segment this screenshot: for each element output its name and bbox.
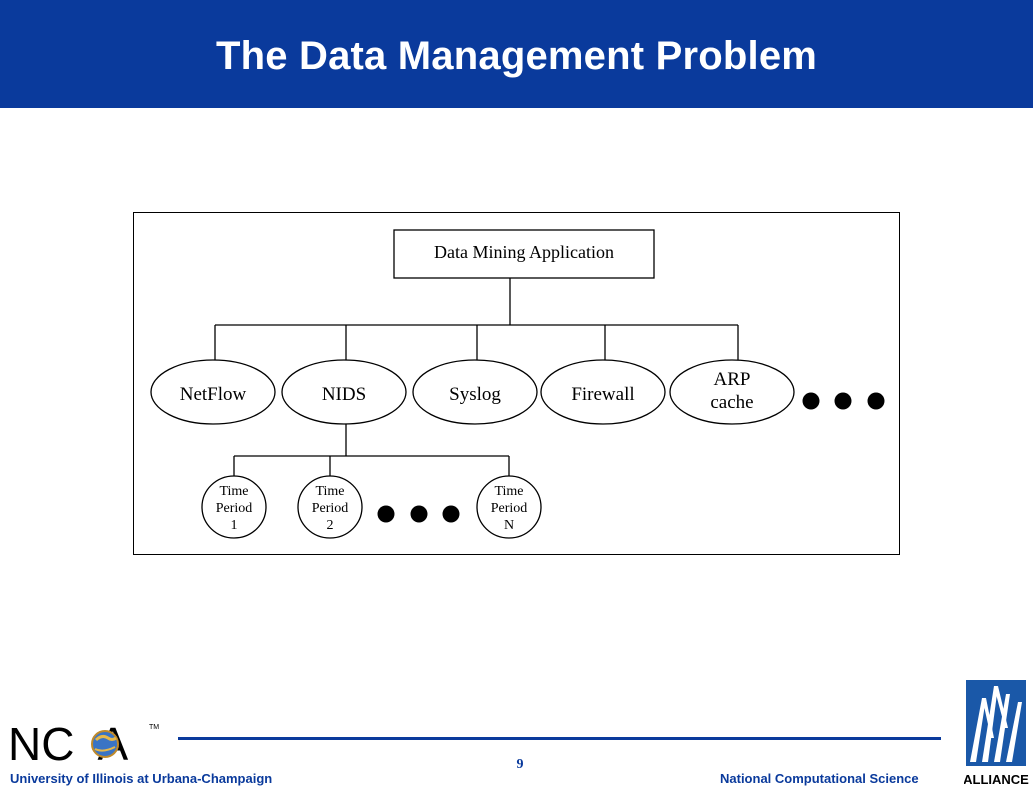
source-node-nids: NIDS (281, 359, 407, 425)
time-period-n-line-3: N (504, 518, 514, 533)
time-period-1-line-1: Time (219, 484, 248, 499)
time-period-ellipsis-dots (377, 505, 460, 523)
source-nodes: NetFlow NIDS Syslog Firewall ARP cache (150, 359, 795, 425)
source-node-firewall: Firewall (540, 359, 666, 425)
connector-lines (214, 278, 739, 476)
root-node-label: Data Mining Application (434, 242, 614, 262)
footer-university-text: University of Illinois at Urbana-Champai… (10, 771, 273, 786)
ellipsis-dot (377, 505, 395, 523)
footer-rule (178, 737, 941, 740)
source-label-firewall: Firewall (571, 384, 634, 405)
time-period-1-line-2: Period (216, 501, 253, 516)
ellipsis-dot (410, 505, 428, 523)
time-period-2-line-2: Period (312, 501, 349, 516)
ellipsis-dot (802, 392, 820, 410)
time-period-node-1: Time Period 1 (201, 475, 267, 539)
hierarchy-diagram: Data Mining Application NetFlow NIDS Sys… (150, 229, 885, 539)
footer-ncs-text: National Computational Science (720, 771, 919, 786)
time-period-node-n: Time Period N (476, 475, 542, 539)
source-label-netflow: NetFlow (180, 384, 247, 405)
alliance-logo-text: ALLIANCE (964, 772, 1029, 787)
source-label-cache: cache (710, 392, 753, 413)
ellipsis-dot (834, 392, 852, 410)
time-period-n-line-1: Time (494, 484, 523, 499)
ellipsis-dot (442, 505, 460, 523)
globe-icon (91, 730, 119, 758)
ellipsis-dot (867, 392, 885, 410)
root-node (393, 229, 655, 279)
slide-title: The Data Management Problem (215, 33, 818, 78)
source-node-syslog: Syslog (412, 359, 538, 425)
time-period-node-2: Time Period 2 (297, 475, 363, 539)
source-label-nids: NIDS (322, 384, 366, 405)
diagram-frame: Data Mining Application NetFlow NIDS Sys… (133, 212, 900, 555)
source-node-arp-cache: ARP cache (669, 359, 795, 425)
alliance-logo: ALLIANCE (963, 678, 1032, 792)
ncsa-tm-mark: TM (149, 724, 159, 731)
ncsa-logo: NC A TM (8, 718, 168, 773)
alliance-peaks-icon (970, 686, 1022, 762)
title-bar: The Data Management Problem (0, 0, 1033, 108)
time-period-n-line-2: Period (491, 501, 528, 516)
page-number: 9 (516, 757, 524, 772)
source-label-syslog: Syslog (449, 384, 501, 405)
time-period-nodes: Time Period 1 Time Period 2 Time Period … (201, 475, 542, 539)
source-ellipsis-dots (802, 392, 885, 410)
time-period-2-line-1: Time (315, 484, 344, 499)
source-node-netflow: NetFlow (150, 359, 276, 425)
time-period-1-line-3: 1 (231, 518, 238, 533)
source-label-arp: ARP (714, 369, 751, 390)
time-period-2-line-3: 2 (327, 518, 334, 533)
